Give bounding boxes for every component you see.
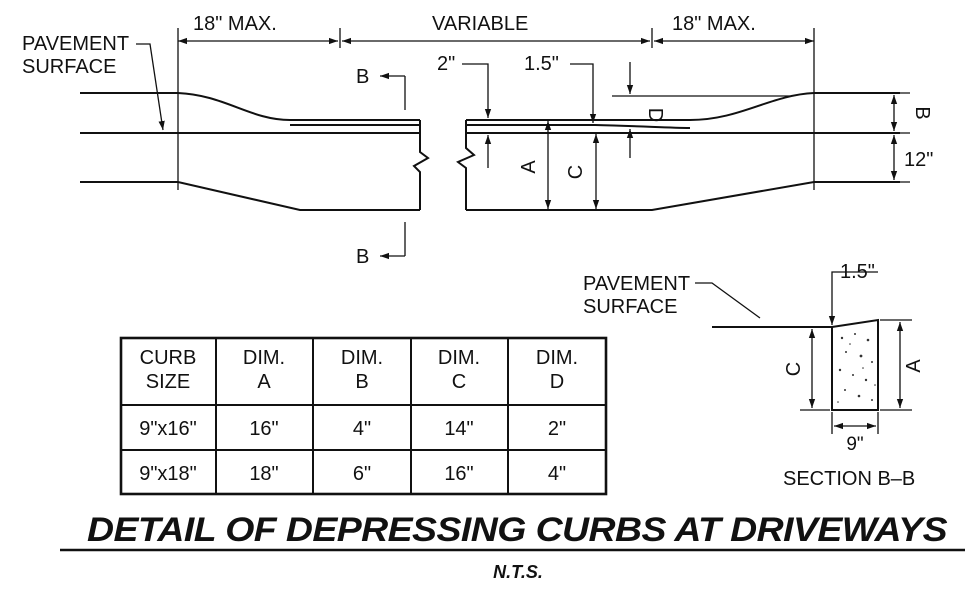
table-cell: 4" <box>353 418 371 440</box>
table-cell: 16" <box>444 463 473 485</box>
section-pavement-leader <box>695 282 761 319</box>
table-header-a-line2: A <box>257 371 271 393</box>
table-header-c-line2: C <box>452 371 466 393</box>
left-max-label: 18" MAX. <box>193 13 277 35</box>
section-letter-bottom: B <box>356 246 369 268</box>
curb-elevation-left <box>80 92 430 211</box>
table-cell: 2" <box>548 418 566 440</box>
section-pavement-line1: PAVEMENT <box>583 273 690 295</box>
drawing-scale-note: N.T.S. <box>493 562 543 582</box>
curb-section-profile <box>831 318 879 411</box>
dim-2in-leader <box>462 63 492 118</box>
curb-dimension-table <box>119 336 608 496</box>
pavement-label-line2: SURFACE <box>22 56 116 78</box>
section-width-label: 9" <box>846 434 863 455</box>
table-header-c-line1: DIM. <box>438 347 480 369</box>
section-letter-top: B <box>356 66 369 88</box>
top-dimension-line <box>177 28 815 190</box>
table-cell: 18" <box>249 463 278 485</box>
table-header-curb-line2: SIZE <box>146 371 190 393</box>
section-dim-c-label: C <box>783 362 805 376</box>
right-max-label: 18" MAX. <box>672 13 756 35</box>
curb-elevation-right <box>456 92 900 211</box>
section-1-5in-label: 1.5" <box>840 261 875 283</box>
table-header-d-line1: DIM. <box>536 347 578 369</box>
table-header-a-line1: DIM. <box>243 347 285 369</box>
dim-d-label: D <box>644 108 666 122</box>
section-caption: SECTION B–B <box>783 468 915 490</box>
table-header-d-line2: D <box>550 371 564 393</box>
variable-label: VARIABLE <box>432 13 528 35</box>
section-cut-marker-top <box>380 72 406 110</box>
pavement-label-line1: PAVEMENT <box>22 33 129 55</box>
dim-2in-label: 2" <box>437 53 455 75</box>
pavement-leader <box>136 43 165 131</box>
table-cell: 16" <box>249 418 278 440</box>
section-1-5in-leader <box>828 271 878 325</box>
table-header-b-line1: DIM. <box>341 347 383 369</box>
section-dim-a-label: A <box>903 359 925 373</box>
section-pavement-line2: SURFACE <box>583 296 677 318</box>
dim-b-label: B <box>911 106 933 119</box>
section-cut-marker-bottom <box>380 222 406 260</box>
table-cell: 4" <box>548 463 566 485</box>
dim-1-5in-leader <box>570 63 597 123</box>
table-header-b-line2: B <box>355 371 368 393</box>
table-cell: 9"x16" <box>139 418 197 440</box>
table-cell: 9"x18" <box>139 463 197 485</box>
table-header-curb-line1: CURB <box>140 347 197 369</box>
table-cell: 14" <box>444 418 473 440</box>
dim-a-label: A <box>518 160 540 174</box>
drawing-title: DETAIL OF DEPRESSING CURBS AT DRIVEWAYS <box>87 511 948 549</box>
table-cell: 6" <box>353 463 371 485</box>
dim-1-5in-label: 1.5" <box>524 53 559 75</box>
dim-12in-label: 12" <box>904 149 933 171</box>
dim-c-label: C <box>565 165 587 179</box>
right-dimension-stack <box>868 92 910 183</box>
